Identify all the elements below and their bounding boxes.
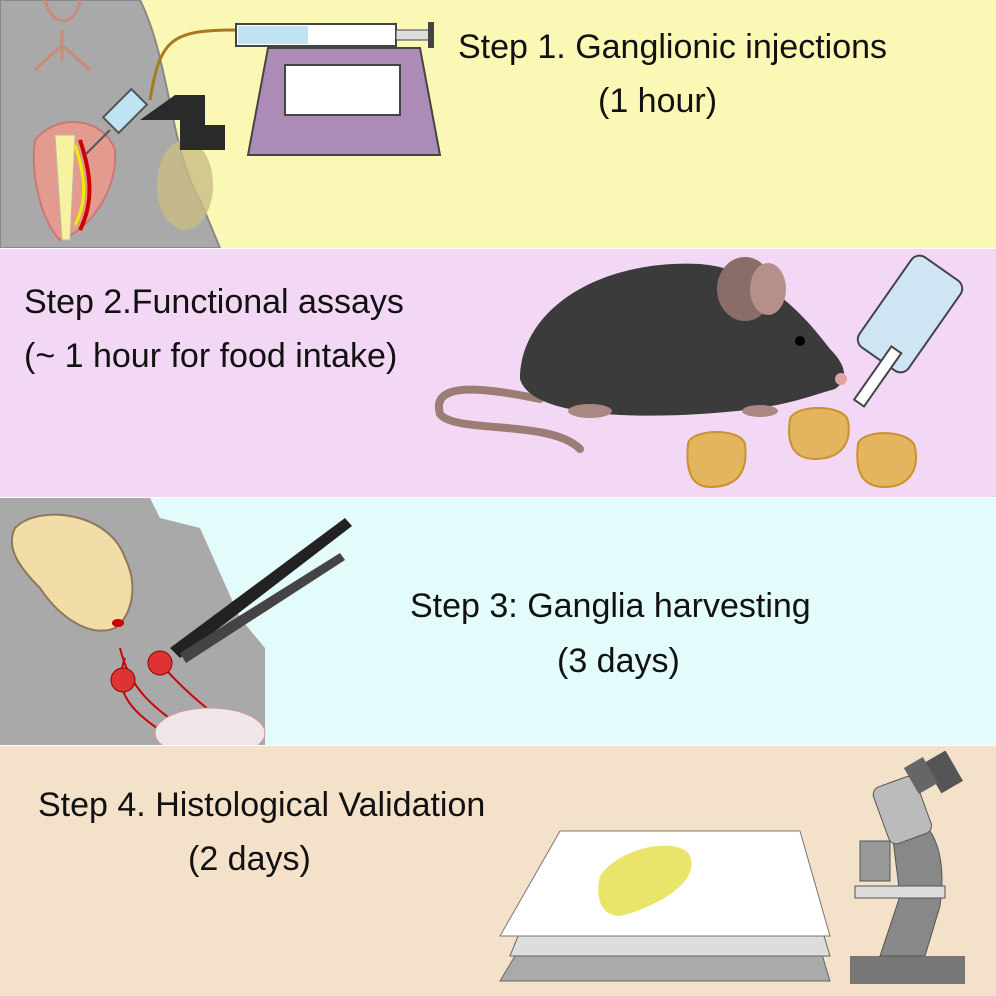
step-2-panel: Step 2.Functional assays (~ 1 hour for f…	[0, 249, 996, 497]
injection-setup-illustration	[0, 0, 442, 248]
mouse-feeding-illustration	[434, 254, 964, 489]
histology-microscope-illustration	[499, 750, 965, 984]
step-4-title: Step 4. Histological Validation	[38, 786, 486, 824]
step-3-panel: Step 3: Ganglia harvesting (3 days)	[0, 498, 996, 745]
step-4-panel: Step 4. Histological Validation (2 days)	[0, 746, 996, 996]
step-4-duration: (2 days)	[188, 840, 311, 878]
step-2-duration: (~ 1 hour for food intake)	[24, 337, 398, 375]
step-1-panel: Step 1. Ganglionic injections (1 hour)	[0, 0, 996, 248]
step-1-title: Step 1. Ganglionic injections	[458, 28, 888, 66]
step-3-duration: (3 days)	[557, 642, 680, 680]
step-2-title: Step 2.Functional assays	[24, 283, 404, 321]
step-1-duration: (1 hour)	[598, 82, 718, 120]
ganglia-harvest-illustration	[0, 498, 352, 745]
step-3-title: Step 3: Ganglia harvesting	[410, 587, 811, 625]
